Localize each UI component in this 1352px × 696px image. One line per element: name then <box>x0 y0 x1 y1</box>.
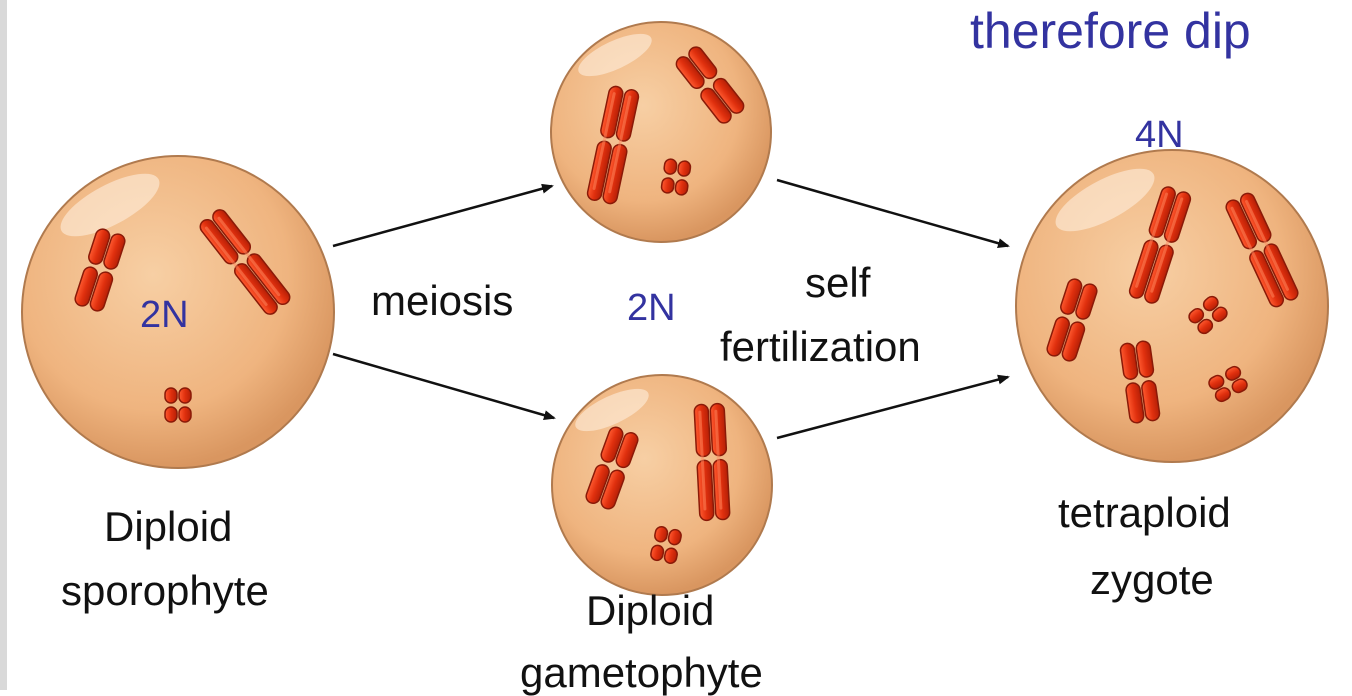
zygote-label-line1: tetraploid <box>1058 489 1231 536</box>
arrow-meiosis-top <box>332 183 554 248</box>
gametophyte-label-line1: Diploid <box>586 587 715 634</box>
sporophyte-label-line2: sporophyte <box>61 567 269 614</box>
gametophyte-ploidy-label: 2N <box>627 287 676 329</box>
slide-title-fragment: therefore dip <box>970 3 1251 59</box>
meiosis-product-cell-top <box>550 21 772 243</box>
fertilization-label: fertilization <box>720 323 921 370</box>
sporophyte-ploidy-label: 2N <box>140 294 189 336</box>
gametophyte-cell <box>551 374 773 596</box>
slide-left-border <box>0 0 7 690</box>
sporophyte-label-line1: Diploid <box>104 503 233 550</box>
zygote-label-line2: zygote <box>1090 556 1214 603</box>
arrow-fertilization-top <box>776 178 1010 249</box>
zygote-ploidy-label: 4N <box>1135 114 1184 156</box>
meiosis-label: meiosis <box>371 277 514 324</box>
sporophyte-cell <box>21 155 335 469</box>
arrow-fertilization-bottom <box>776 374 1010 440</box>
gametophyte-label-line2: gametophyte <box>520 649 763 696</box>
arrow-meiosis-bottom <box>332 352 556 421</box>
zygote-cell <box>1015 149 1329 463</box>
self-label: self <box>805 259 871 306</box>
